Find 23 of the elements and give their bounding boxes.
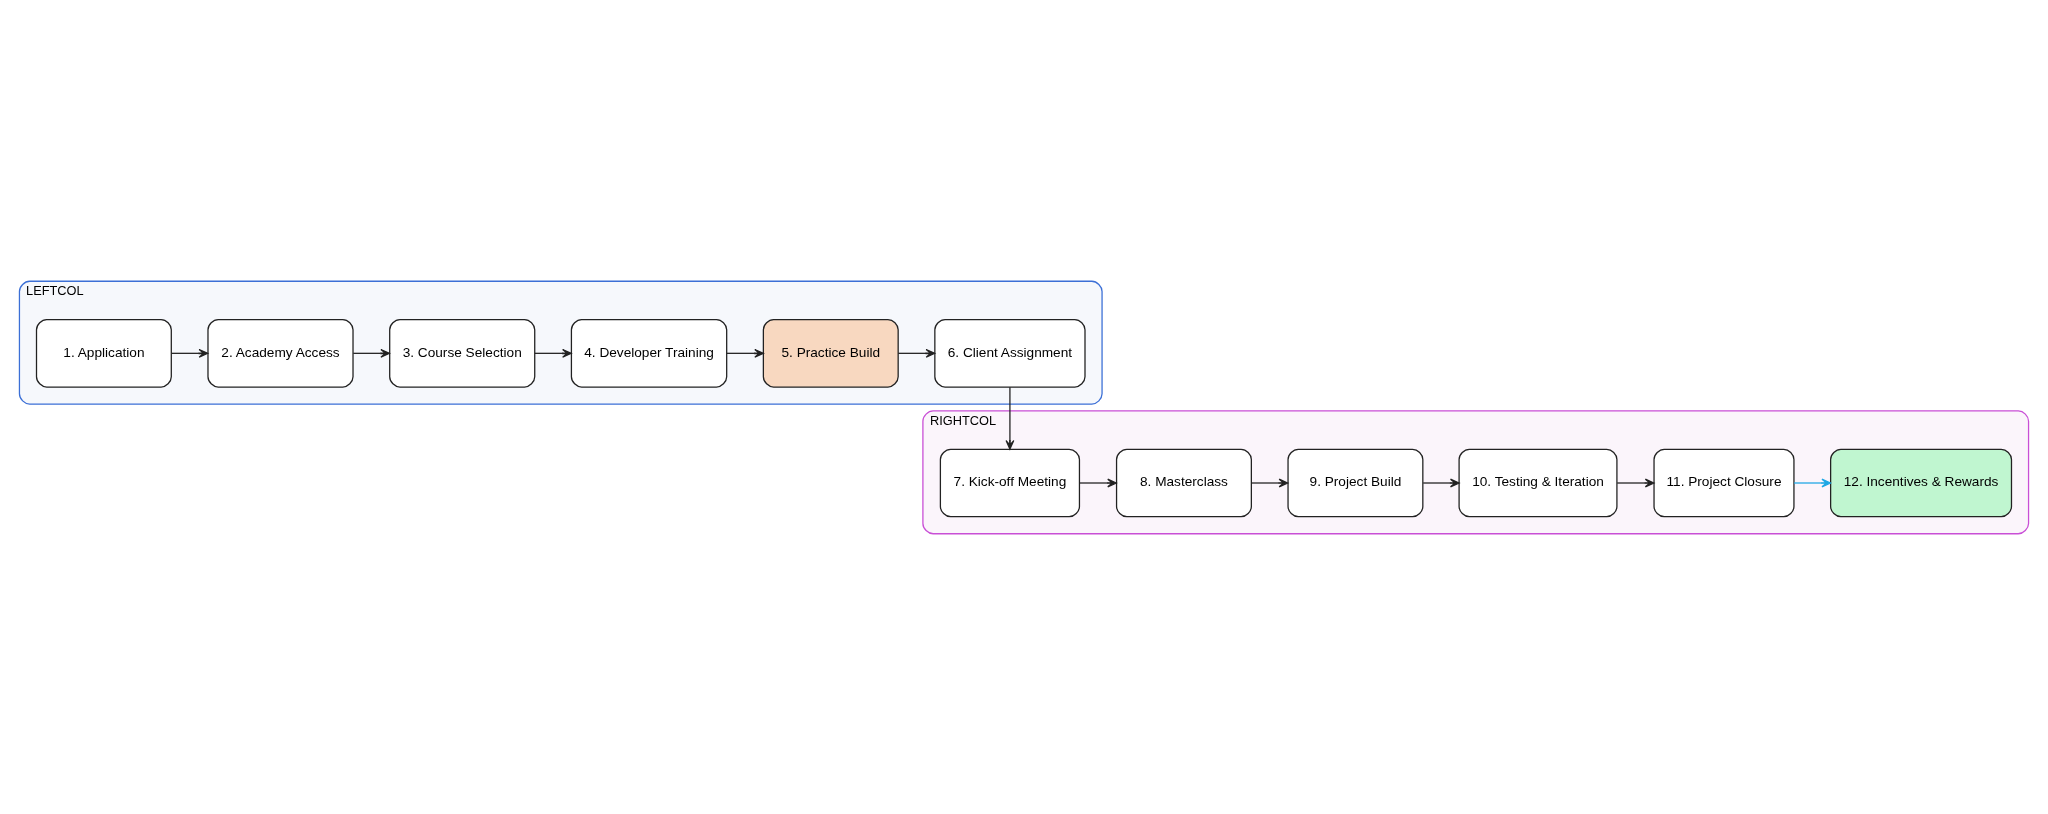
arrow bbox=[1616, 478, 1655, 487]
arrow bbox=[534, 348, 572, 358]
arrow bbox=[352, 348, 391, 358]
node-box: 4. Developer Training bbox=[570, 318, 728, 388]
node-box: 10. Testing & Iteration bbox=[1458, 448, 1618, 517]
arrow bbox=[1250, 478, 1289, 487]
node-box: 7. Kick-off Meeting bbox=[939, 448, 1081, 517]
arrow bbox=[1005, 386, 1015, 450]
arrow bbox=[1422, 478, 1460, 487]
arrow bbox=[897, 348, 936, 358]
arrow bbox=[170, 348, 209, 358]
node-box: 6. Client Assignment bbox=[934, 318, 1086, 388]
node-box: 9. Project Build bbox=[1287, 448, 1424, 517]
node-box: 8. Masterclass bbox=[1115, 448, 1252, 517]
node-box: 2. Academy Access bbox=[207, 318, 354, 388]
node-box: 3. Course Selection bbox=[389, 318, 536, 388]
node-box: 12. Incentives & Rewards bbox=[1830, 448, 2013, 517]
arrow bbox=[1793, 478, 1832, 487]
node-box: 11. Project Closure bbox=[1653, 448, 1795, 517]
node-box: 5. Practice Build bbox=[762, 318, 899, 388]
arrow bbox=[1078, 478, 1117, 487]
node-box: 1. Application bbox=[35, 318, 172, 388]
arrow bbox=[726, 348, 764, 358]
